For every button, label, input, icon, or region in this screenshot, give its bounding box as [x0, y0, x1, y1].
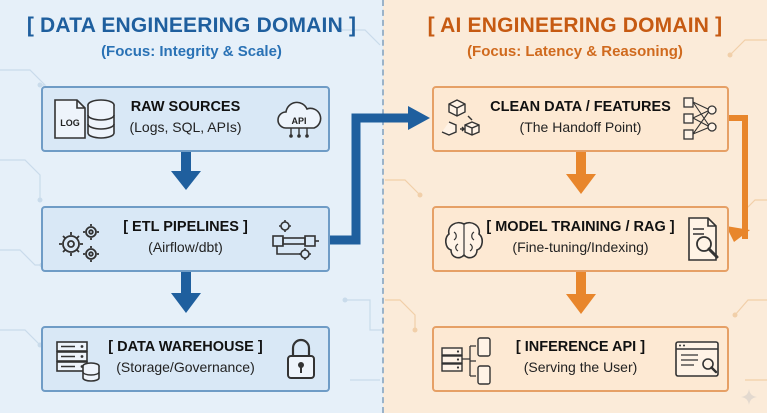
neural-network-cubes-icon	[683, 97, 717, 140]
inference-api-subtitle: (Serving the User)	[523, 359, 638, 375]
model-training-title: [ MODEL TRAINING / RAG ]	[486, 219, 675, 235]
pipeline-icon	[272, 220, 319, 260]
data-engineering-subtitle: (Focus: Integrity & Scale)	[101, 43, 282, 60]
data-warehouse-subtitle: (Storage/Governance)	[116, 359, 255, 375]
brain-icon	[445, 221, 483, 259]
arrow-etl-to-clean-data	[330, 106, 430, 245]
lock-icon	[287, 338, 315, 379]
etl-pipelines-title: [ ETL PIPELINES ]	[123, 219, 248, 235]
domain-divider	[382, 0, 384, 413]
log-file-icon: LOG	[54, 99, 86, 139]
ai-engineering-title: [ AI ENGINEERING DOMAIN ]	[427, 14, 723, 37]
database-icon	[87, 99, 115, 139]
server-devices-icon	[441, 337, 491, 385]
arrow-etl-to-warehouse	[171, 271, 201, 313]
card-etl-pipelines: [ ETL PIPELINES ] (Airflow/dbt)	[41, 206, 330, 272]
data-engineering-title: [ DATA ENGINEERING DOMAIN ]	[26, 14, 357, 37]
sparkle-icon	[741, 389, 757, 405]
feature-cubes-icon	[441, 99, 480, 136]
server-storage-icon	[56, 341, 100, 382]
browser-search-icon	[675, 341, 719, 377]
arrow-clean-to-training	[566, 152, 596, 194]
document-search-icon	[688, 217, 719, 261]
clean-data-subtitle: (The Handoff Point)	[519, 119, 642, 135]
etl-pipelines-subtitle: (Airflow/dbt)	[148, 239, 223, 255]
svg-text:LOG: LOG	[60, 118, 80, 128]
api-cloud-icon: API	[277, 101, 322, 138]
card-inference-api: [ INFERENCE API ] (Serving the User)	[432, 326, 729, 392]
card-model-training-rag: [ MODEL TRAINING / RAG ] (Fine-tuning/In…	[432, 206, 729, 272]
inference-api-title: [ INFERENCE API ]	[515, 339, 646, 355]
arrow-training-to-inference	[566, 272, 596, 314]
model-training-subtitle: (Fine-tuning/Indexing)	[512, 239, 649, 255]
gears-icon	[59, 224, 99, 262]
card-clean-data-features: CLEAN DATA / FEATURES (The Handoff Point…	[432, 86, 729, 152]
raw-sources-subtitle: (Logs, SQL, APIs)	[129, 119, 242, 135]
arrow-features-to-training	[726, 115, 750, 242]
ai-engineering-subtitle: (Focus: Latency & Reasoning)	[467, 43, 683, 60]
data-warehouse-title: [ DATA WAREHOUSE ]	[108, 339, 263, 355]
card-data-warehouse: [ DATA WAREHOUSE ] (Storage/Governance)	[41, 326, 330, 392]
raw-sources-title: RAW SOURCES	[130, 99, 241, 115]
card-raw-sources: LOG RAW SOURCES (Logs, SQL, APIs) API	[41, 86, 330, 152]
arrow-raw-to-etl	[171, 151, 201, 190]
clean-data-title: CLEAN DATA / FEATURES	[490, 99, 671, 115]
svg-text:API: API	[291, 116, 306, 126]
